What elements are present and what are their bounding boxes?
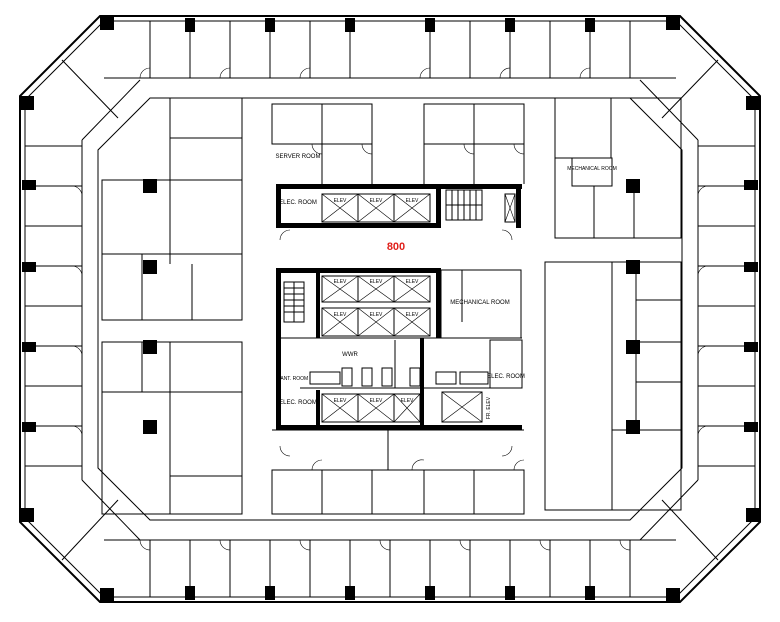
elevator-bank-middle: ELEV ELEV ELEV ELEV ELEV ELEV [321,275,431,337]
elevator-label: ELEV [406,312,419,318]
elec-room-right-label: ELEC. ROOM [487,374,525,380]
corridor-ring [97,97,683,521]
elevator-label: ELEV [334,198,347,204]
restroom-fixtures [309,367,489,387]
elevator-label: ELEV [334,279,347,285]
right-office-block [544,97,682,511]
suite-number: 800 [387,241,405,253]
mechanical-room-core-label: MECHANICAL ROOM [450,300,509,306]
elevator-label: ELEV [370,279,383,285]
elevator-label: ELEV [401,398,414,404]
jant-room-label: JANT. ROOM [278,376,308,382]
bottom-interior-offices [271,429,525,515]
elevator-label: ELEV [334,312,347,318]
elevator-label: ELEV [406,279,419,285]
building-core [276,184,523,430]
elevator-label: ELEV [370,198,383,204]
elevator-bank-bottom: ELEV ELEV ELEV FR. ELEV [321,391,492,423]
wwr-label: WWR [342,352,358,358]
elec-room-left-label: ELEC. ROOM [279,400,317,406]
elec-room-top-label: ELEC. ROOM [279,200,317,206]
offices-bottom [104,539,676,597]
elevator-label: ELEV [406,198,419,204]
elevator-label: ELEV [370,398,383,404]
stairs [283,189,483,323]
elevator-bank-top: ELEV ELEV ELEV [321,193,516,223]
elevator-label: ELEV [370,312,383,318]
offices-left [25,59,141,561]
doors [71,67,709,551]
top-interior-offices [271,103,525,184]
mechanical-room-top-label: MECHANICAL ROOM [567,166,617,172]
room-labels: SERVER ROOM ELEC. ROOM MECHANICAL ROOM M… [276,154,617,406]
freight-elevator-label: FR. ELEV [486,396,492,419]
left-office-block [101,98,243,515]
offices-top [104,21,676,79]
elevator-label: ELEV [334,398,347,404]
server-room-label: SERVER ROOM [276,154,321,160]
offices-right [639,59,755,561]
